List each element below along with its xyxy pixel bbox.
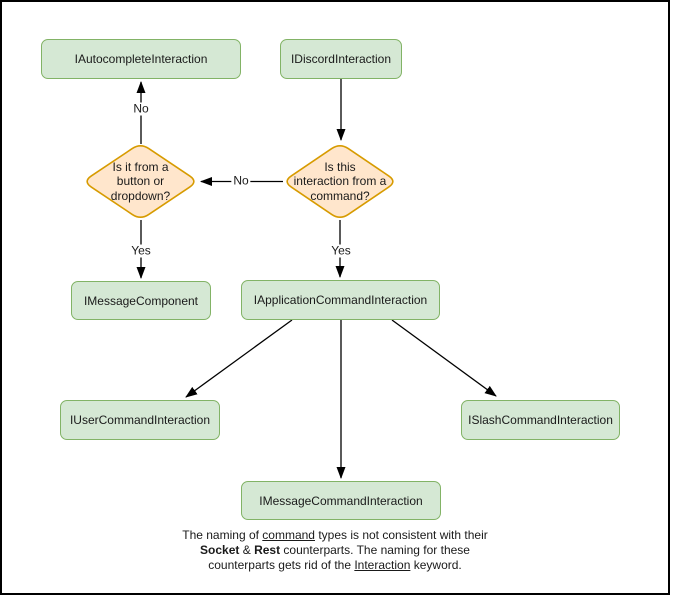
decision-button-dropdown-shape bbox=[86, 145, 195, 218]
edge-applicationcommand-to-slashcommand bbox=[391, 319, 497, 397]
footnote-text: counterparts. The naming for these bbox=[280, 543, 470, 557]
edge-applicationcommand-to-usercommand bbox=[185, 319, 293, 398]
decision-from-command-shape bbox=[286, 145, 394, 218]
footnote-bold-socket: Socket bbox=[200, 543, 240, 557]
edge-label-no-button-dropdown: No bbox=[231, 173, 251, 188]
footnote-underlined-command: command bbox=[262, 528, 315, 542]
edge-label-no-autocomplete: No bbox=[131, 101, 151, 116]
edge-label-yes-message-component: Yes bbox=[129, 243, 153, 258]
footnote-line-2: Socket & Rest counterparts. The naming f… bbox=[167, 543, 503, 558]
node-user-command-interaction: IUserCommandInteraction bbox=[60, 400, 220, 440]
node-message-component: IMessageComponent bbox=[71, 281, 211, 320]
footnote-line-1: The naming of command types is not consi… bbox=[167, 528, 503, 543]
footnote-text: keyword. bbox=[410, 558, 462, 572]
footnote-text: The naming of bbox=[182, 528, 263, 542]
node-discord-interaction: IDiscordInteraction bbox=[280, 39, 402, 79]
footnote-text: counterparts gets rid of the bbox=[208, 558, 355, 572]
footnote-line-3: counterparts gets rid of the Interaction… bbox=[167, 558, 503, 573]
footnote-underlined-interaction: Interaction bbox=[354, 558, 411, 572]
footnote-text: types is not consistent with their bbox=[314, 528, 488, 542]
node-application-command-interaction: IApplicationCommandInteraction bbox=[241, 280, 440, 320]
footnote-text: & bbox=[239, 543, 255, 557]
node-message-command-interaction: IMessageCommandInteraction bbox=[241, 481, 441, 520]
node-slash-command-interaction: ISlashCommandInteraction bbox=[461, 400, 620, 440]
footnote-bold-rest: Rest bbox=[254, 543, 281, 557]
node-autocomplete-interaction: IAutocompleteInteraction bbox=[41, 39, 241, 79]
footnote: The naming of command types is not consi… bbox=[167, 528, 503, 573]
edge-label-yes-application-command: Yes bbox=[329, 243, 353, 258]
